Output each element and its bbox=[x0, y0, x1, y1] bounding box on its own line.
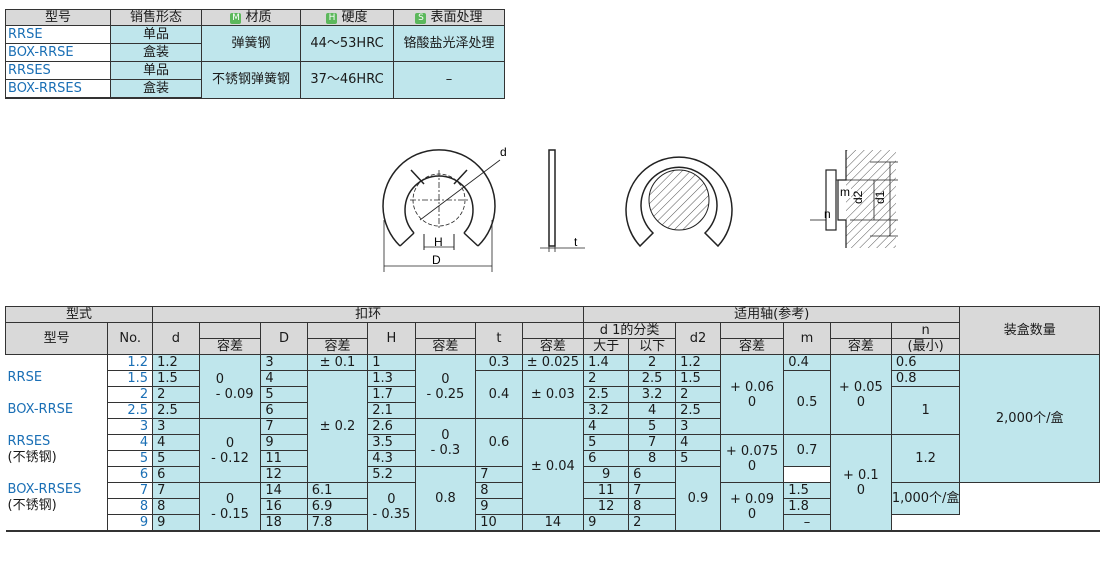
ring-ends bbox=[399, 232, 479, 247]
header-d2: d2 bbox=[675, 322, 721, 355]
ring-tabs bbox=[410, 169, 468, 185]
header-n: n bbox=[890, 322, 961, 339]
label-H: H bbox=[434, 235, 443, 249]
shaft-hatch bbox=[846, 150, 896, 248]
spec-model: RRSE bbox=[5, 25, 111, 44]
header-n-min: (最小) bbox=[890, 338, 961, 355]
header-over: 大于 bbox=[583, 338, 630, 355]
technical-drawing: d H D t m n d2 d1 bbox=[382, 145, 898, 272]
header-under: 以下 bbox=[628, 338, 677, 355]
label-n: n bbox=[824, 207, 831, 221]
header-tol: 容差 bbox=[198, 338, 262, 355]
header-tol: 容差 bbox=[521, 338, 585, 355]
model-box-rrses: BOX-RRSES bbox=[5, 482, 109, 499]
qty-cell: – bbox=[783, 514, 831, 532]
header-d1-class: d 1的分类 bbox=[583, 322, 677, 339]
header-model: 型号 bbox=[4, 322, 109, 355]
header-H: H bbox=[367, 322, 416, 355]
header-qty: 装盒数量 bbox=[959, 306, 1100, 355]
header-no: No. bbox=[107, 322, 154, 355]
surface-badge-icon: S bbox=[415, 13, 427, 24]
label-D: D bbox=[432, 253, 441, 267]
qty-cell: 1,000个/盒 bbox=[890, 482, 961, 515]
spec-form: 单品 bbox=[110, 25, 202, 44]
label-d: d bbox=[500, 145, 507, 159]
ring-in-groove bbox=[825, 169, 837, 231]
model-box-rrse: BOX-RRSE bbox=[5, 402, 109, 419]
mounted-ring bbox=[625, 156, 733, 248]
no-cell: 1.2 bbox=[107, 354, 154, 371]
model-sub: (不锈钢) bbox=[5, 450, 109, 467]
label-m: m bbox=[840, 185, 850, 199]
header-tol: 容差 bbox=[306, 338, 369, 355]
spec-hardness: 44～53HRC bbox=[300, 25, 394, 62]
shaft-section bbox=[648, 169, 710, 231]
model-rrses: RRSES bbox=[5, 434, 109, 451]
model-rrse: RRSE bbox=[5, 370, 109, 387]
header-type: 型式 bbox=[4, 306, 154, 323]
ring-inner bbox=[404, 175, 474, 234]
header-form: 销售形态 bbox=[110, 9, 202, 26]
label-d2: d2 bbox=[851, 190, 865, 204]
header-shaft: 适用轴(参考) bbox=[583, 306, 961, 323]
spec-form: 单品 bbox=[110, 61, 202, 80]
header-m: m bbox=[783, 322, 831, 355]
header-tol: 容差 bbox=[719, 338, 785, 355]
spec-form: 盒装 bbox=[110, 79, 202, 99]
label-d1: d1 bbox=[873, 190, 887, 204]
dimension-table: 型式 扣环 适用轴(参考) 装盒数量 型号 No. d D H t d 1的分类… bbox=[4, 306, 1100, 532]
ring-side-view bbox=[548, 149, 556, 247]
spec-model: BOX-RRSES bbox=[5, 79, 111, 99]
spec-material: 不锈钢弹簧钢 bbox=[201, 61, 301, 99]
spec-hardness: 37～46HRC bbox=[300, 61, 394, 99]
spec-model: BOX-RRSE bbox=[5, 43, 111, 62]
header-tol: 容差 bbox=[829, 338, 892, 355]
spec-surface: – bbox=[393, 61, 505, 99]
spec-model: RRSES bbox=[5, 61, 111, 80]
header-ring: 扣环 bbox=[152, 306, 585, 323]
material-badge-icon: M bbox=[230, 13, 242, 24]
spec-material: 弹簧钢 bbox=[201, 25, 301, 62]
model-sub: (不锈钢) bbox=[5, 498, 109, 515]
dim-d-leader bbox=[419, 159, 501, 221]
header-d: d bbox=[152, 322, 200, 355]
header-model: 型号 bbox=[5, 9, 111, 26]
qty-cell: 2,000个/盒 bbox=[959, 354, 1100, 483]
spec-form: 盒装 bbox=[110, 43, 202, 62]
shaft-groove bbox=[837, 150, 847, 248]
header-t: t bbox=[475, 322, 523, 355]
spec-surface: 铬酸盐光泽处理 bbox=[393, 25, 505, 62]
ring-outline bbox=[382, 149, 496, 247]
label-t: t bbox=[574, 235, 578, 249]
header-tol: 容差 bbox=[414, 338, 477, 355]
header-D: D bbox=[260, 322, 308, 355]
hardness-badge-icon: H bbox=[326, 13, 338, 24]
